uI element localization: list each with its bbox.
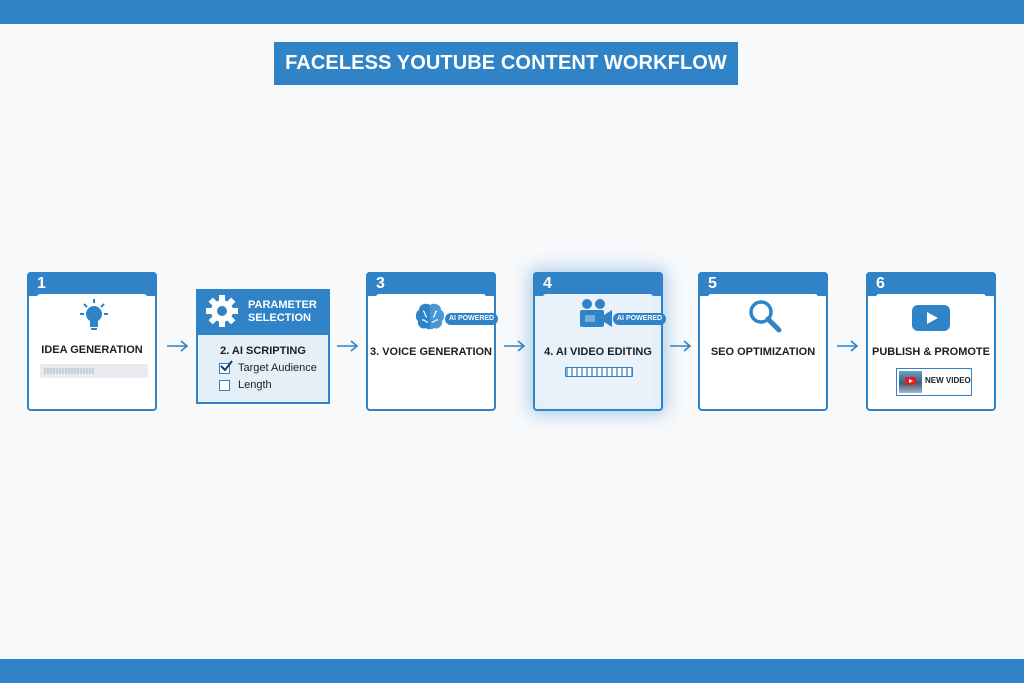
new-video-label: NEW VIDEO [925, 376, 971, 385]
step-1-tab [27, 272, 157, 296]
step-3-tab [366, 272, 496, 296]
thumbnail-image [899, 371, 922, 393]
top-band [0, 0, 1024, 24]
youtube-play-icon [912, 305, 950, 331]
arrow-right-icon [670, 340, 692, 352]
ai-powered-badge: AI POWERED [613, 313, 667, 325]
step-2-card: PARAMETER SELECTION [196, 289, 330, 404]
step-3-card: 3 [366, 272, 496, 411]
arrow-right-icon [167, 340, 189, 352]
step-6-label: PUBLISH & PROMOTE [872, 346, 990, 358]
step-3-label: 3. VOICE GENERATION [369, 346, 493, 358]
lightbulb-icon [80, 299, 108, 330]
video-thumbnail: NEW VIDEO [896, 368, 972, 396]
gear-icon [206, 295, 238, 327]
idea-input-bar [40, 364, 148, 378]
ai-powered-badge: AI POWERED [445, 313, 499, 325]
checkmark-icon [220, 360, 233, 372]
step-3-number: 3 [376, 275, 385, 292]
length-label: Length [238, 379, 272, 391]
video-camera-icon [580, 299, 612, 327]
step-5-label: SEO OPTIMIZATION [710, 346, 816, 358]
parameter-selection-label: PARAMETER SELECTION [248, 299, 317, 324]
workflow-title: FACELESS YOUTUBE CONTENT WORKFLOW [274, 42, 738, 85]
step-5-card: 5 [698, 272, 828, 411]
length-checkbox[interactable] [219, 380, 230, 391]
step-1-label: IDEA GENERATION [41, 344, 143, 356]
youtube-logo-icon [905, 377, 916, 385]
step-4-card: 4 [533, 272, 663, 411]
step-5-tab [698, 272, 828, 296]
step-1-number: 1 [37, 275, 46, 292]
editing-progress-bar [565, 367, 633, 377]
step-5-number: 5 [708, 275, 717, 292]
arrow-right-icon [337, 340, 359, 352]
target-audience-label: Target Audience [238, 362, 317, 374]
brain-icon [415, 303, 445, 330]
magnifier-icon [749, 300, 782, 333]
bottom-band [0, 659, 1024, 683]
step-4-tab [533, 272, 663, 296]
arrow-right-icon [837, 340, 859, 352]
step-4-label: 4. AI VIDEO EDITING [544, 346, 652, 358]
step-6-tab [866, 272, 996, 296]
arrow-right-icon [504, 340, 526, 352]
step-6-number: 6 [876, 275, 885, 292]
step-1-card: 1 [27, 272, 157, 411]
step-4-number: 4 [543, 275, 552, 292]
step-2-label: 2. AI SCRIPTING [220, 345, 306, 357]
